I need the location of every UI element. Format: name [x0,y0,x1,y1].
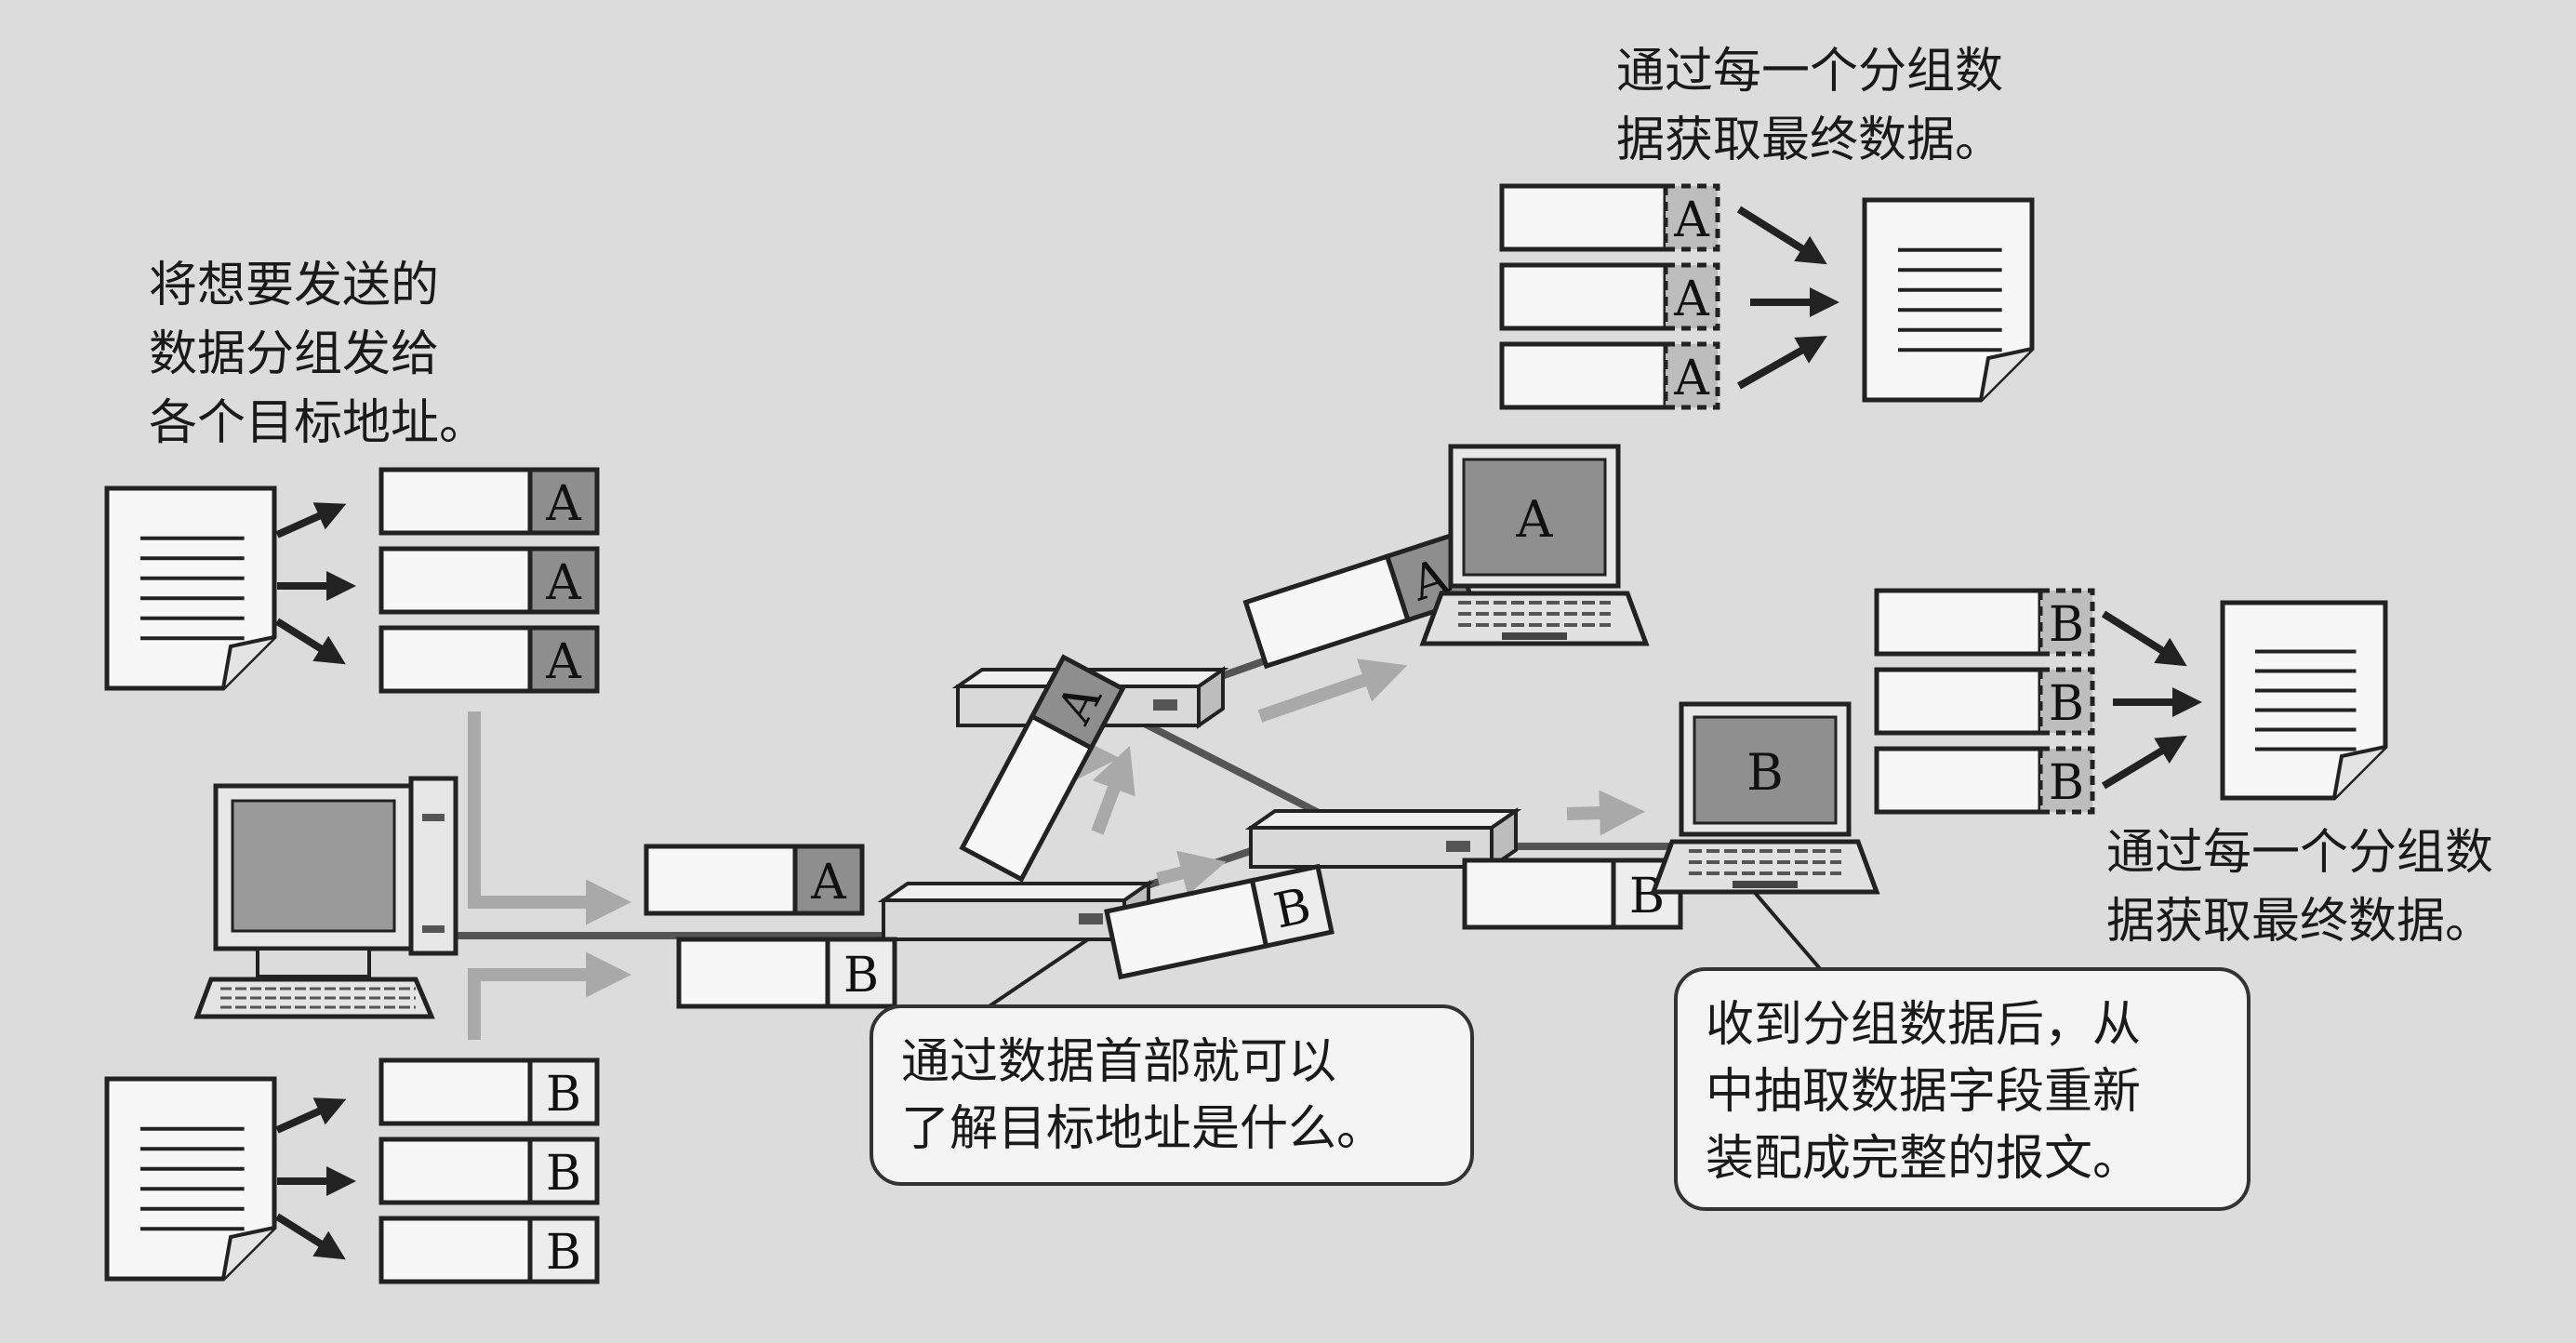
arrow-icon [2101,735,2187,790]
packet-header [1249,863,1334,950]
arrow-icon [1736,206,1827,265]
packet-destination-label: B [546,1225,581,1281]
data-packet: B [1462,858,1683,930]
arrow-icon [274,1213,346,1260]
packet-header [792,844,865,916]
packet-header [527,1137,600,1205]
header-callout: 通过数据首部就可以 了解目标地址是什么。 [870,1004,1474,1186]
document-icon [2220,600,2388,801]
data-packet: B [378,1137,600,1205]
packet-destination-label: B [2049,597,2084,653]
packet-destination-label: A [545,634,582,690]
desktop-computer-icon [193,776,458,1019]
arrow-icon [275,1097,347,1134]
data-packet: A [378,546,600,615]
reassemble-callout: 收到分组数据后，从 中抽取数据字段重新 装配成完整的报文。 [1674,967,2251,1211]
laptop-address-label: B [1746,743,1784,802]
data-packet: B [1874,667,2095,736]
flow-arrow-icon [1257,658,1408,723]
data-packet: A [378,625,600,694]
packet-destination-label: A [1673,193,1710,248]
packet-destination-label: B [546,1146,581,1202]
packet-header [527,625,600,694]
packet-destination-label: A [1673,351,1710,406]
data-packet: B [378,1057,600,1126]
data-packet: A [1499,341,1720,410]
data-packet: B [1874,746,2095,815]
flow-arrow-icon [1566,790,1645,836]
data-packet: A [959,654,1126,883]
packet-header [2038,746,2095,815]
packet-header [527,467,600,536]
arrow-icon [1737,336,1827,390]
data-packet: B [1104,863,1334,980]
packet-destination-label: B [2049,755,2084,811]
flow-arrow-icon [1156,850,1227,896]
receive-note-b: 通过每一个分组数 据获取最终数据。 [2106,825,2494,950]
packet-destination-label: B [546,1067,581,1123]
packet-destination-label: A [810,855,847,911]
arrow-icon [275,502,347,539]
data-packet: B [1874,588,2095,657]
packet-destination-label: A [1673,272,1710,327]
arrow-icon [274,618,346,665]
packet-header [1663,262,1720,331]
packet-header [2038,667,2095,736]
router-icon [1244,807,1522,871]
data-packet: A [644,844,865,916]
flow-arrow-icon [1091,745,1135,835]
network-link [1128,712,1322,818]
flow-arrow-icon [468,951,631,1040]
packet-destination-label: A [545,555,582,611]
document-icon [104,1076,277,1282]
packet-header [1663,341,1720,410]
data-packet: A [1499,262,1720,331]
packet-header [527,546,600,615]
data-packet: B [378,1216,600,1284]
data-packet: A [378,467,600,536]
packet-destination-label: B [843,948,879,1004]
flow-arrow-icon [468,711,631,925]
data-packet: A [1499,183,1720,252]
arrow-icon [2101,610,2187,667]
packet-header [2038,588,2095,657]
document-icon [1862,197,2035,403]
data-packet: B [676,937,897,1009]
packet-header [825,937,897,1009]
laptop-address-label: A [1516,490,1554,549]
receive-note-a: 通过每一个分组数 据获取最终数据。 [1616,44,2004,168]
packet-header [527,1057,600,1126]
send-note: 将想要发送的 数据分组发给 各个目标地址。 [149,258,488,451]
packet-destination-label: A [545,476,582,532]
packet-destination-label: B [2049,676,2084,732]
packet-header [1029,654,1126,751]
laptop-b-icon: B [1650,701,1880,895]
packet-header [1663,183,1720,252]
laptop-a-icon: A [1419,444,1650,646]
packet-header [527,1216,600,1284]
document-icon [104,485,277,691]
